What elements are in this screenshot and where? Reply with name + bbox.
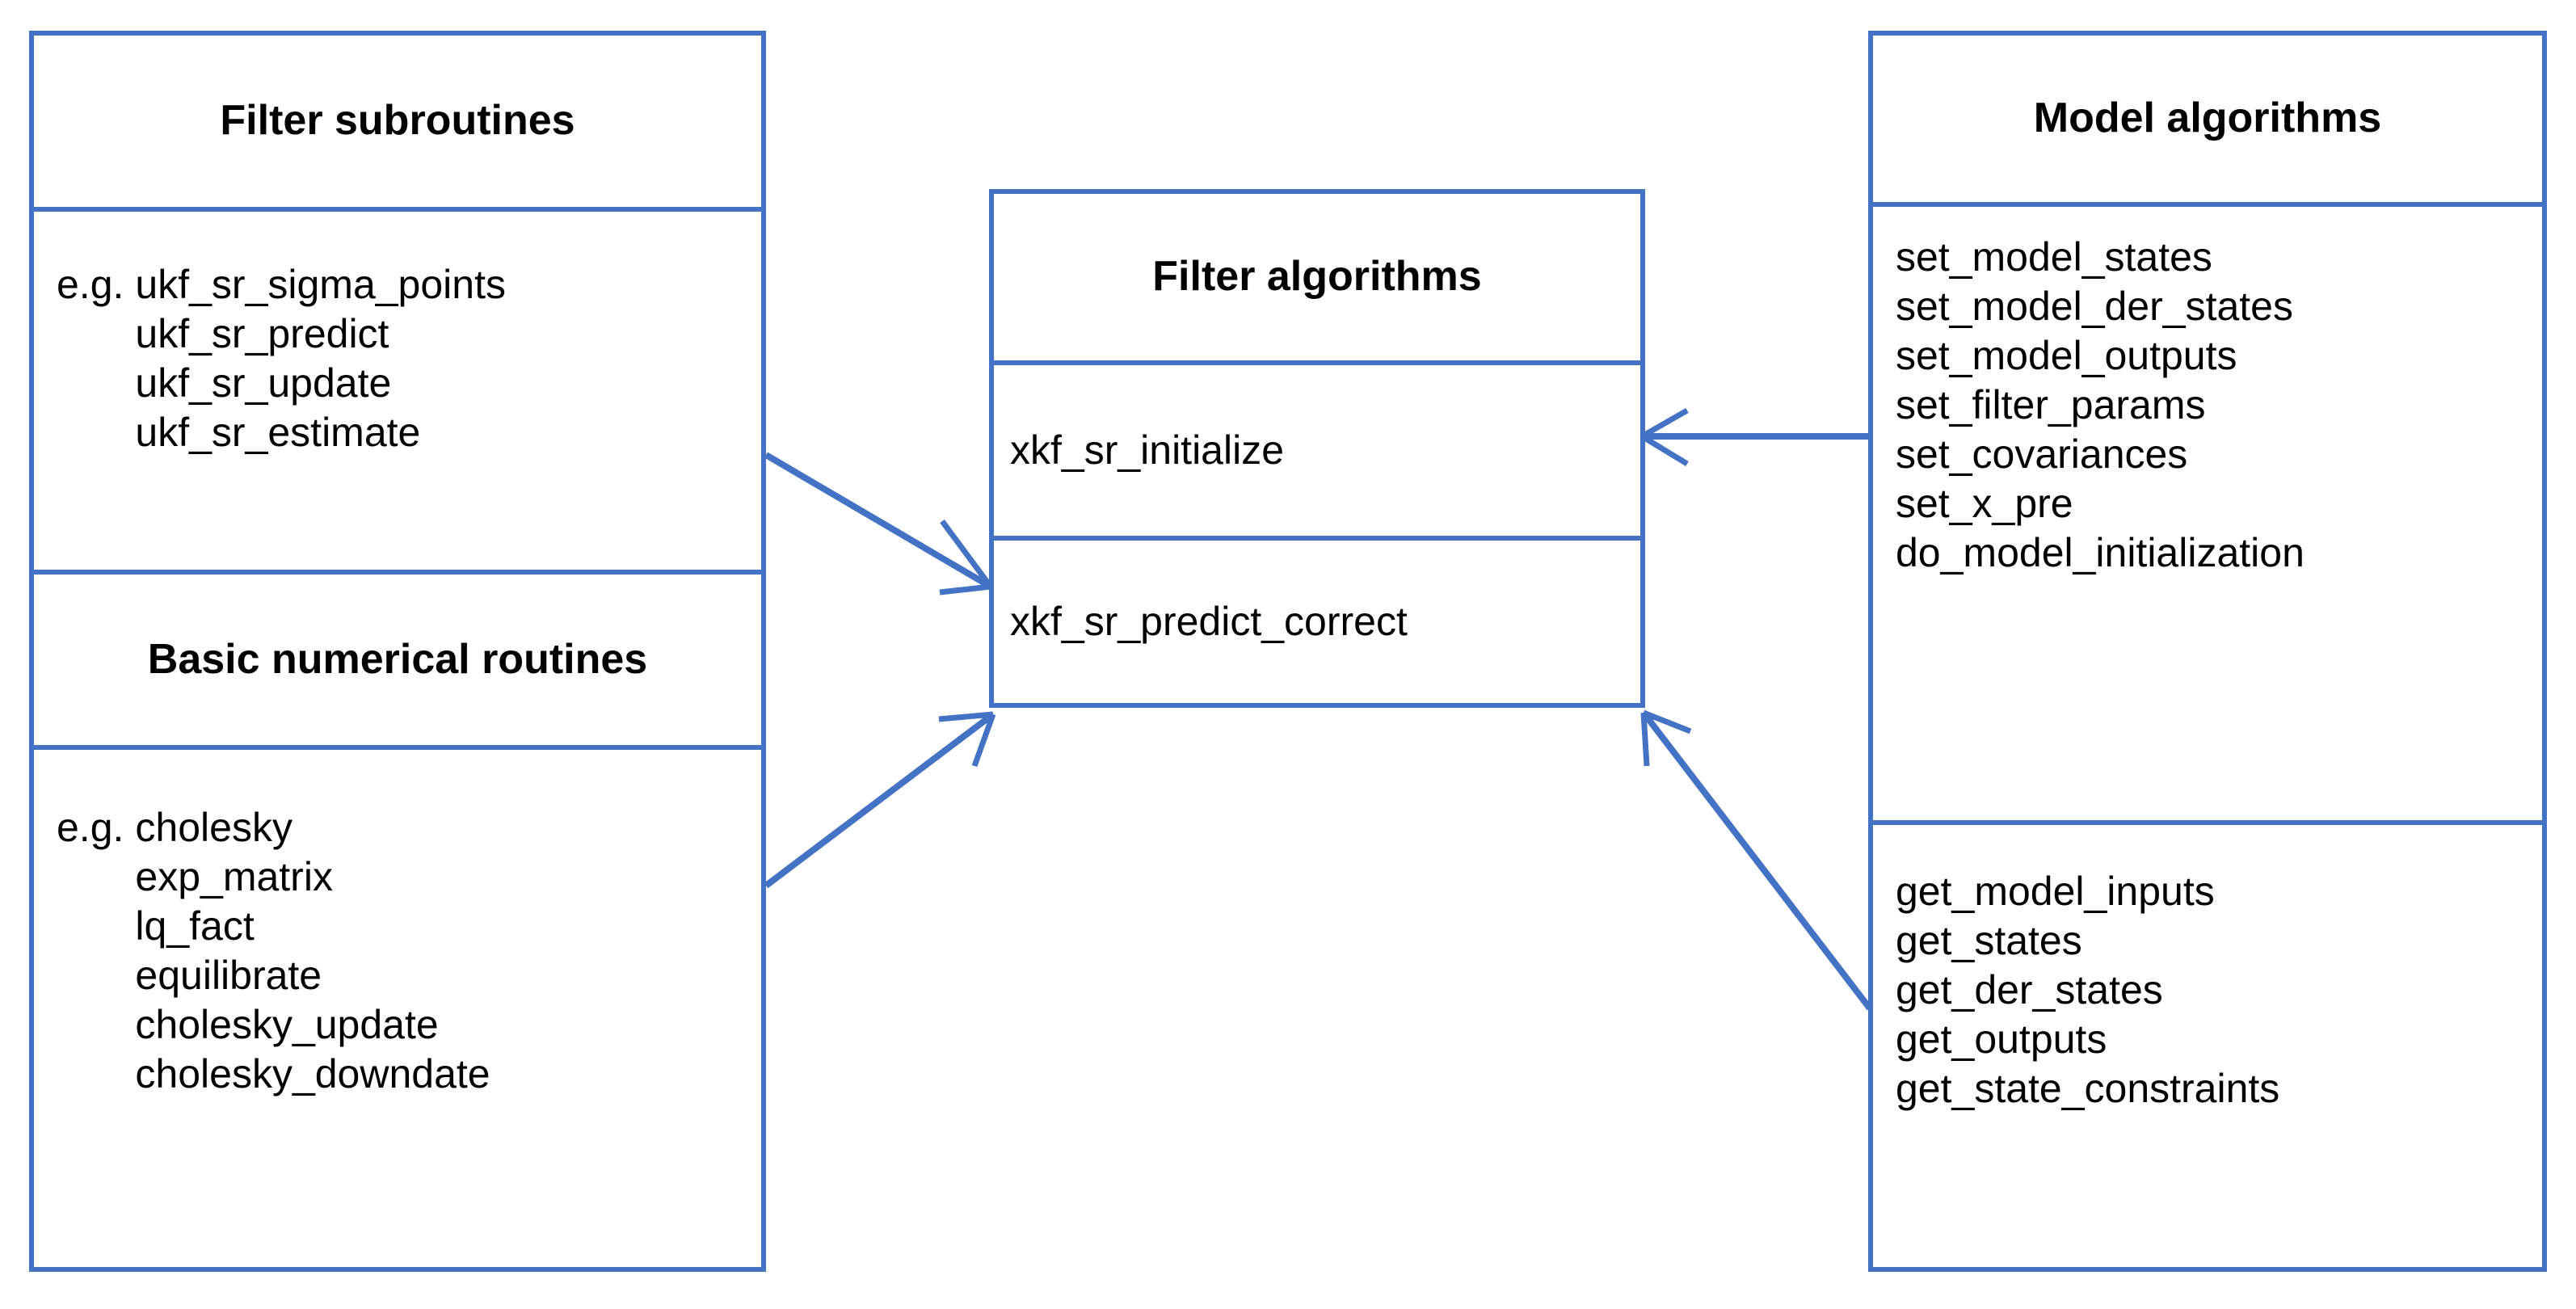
filter-algorithms-initialize-row: xkf_sr_initialize [994, 365, 1640, 536]
filter-subroutines-header: Filter subroutines [34, 36, 761, 207]
filter-algorithms-predict-correct-row: xkf_sr_predict_correct [994, 541, 1640, 703]
filter-subroutines-body: e.g. ukf_sr_sigma_points ukf_sr_predict … [34, 212, 761, 570]
basic-numerical-routines-list: e.g. cholesky exp_matrix lq_fact equilib… [57, 803, 490, 1099]
model-algorithms-box: Model algorithms set_model_states set_mo… [1868, 31, 2547, 1272]
basic-numerical-routines-body: e.g. cholesky exp_matrix lq_fact equilib… [34, 750, 761, 1267]
list-item: set_model_outputs [1896, 333, 2237, 378]
basic-numerical-routines-eg-label: e.g. [57, 805, 124, 850]
list-item: set_filter_params [1896, 382, 2206, 427]
list-item: ukf_sr_update [135, 360, 392, 406]
divider-7 [1868, 820, 2547, 825]
arrow-basic-numerical-routines-to-predict-correct [764, 711, 996, 889]
list-item: get_state_constraints [1896, 1066, 2280, 1111]
basic-numerical-routines-header: Basic numerical routines [34, 575, 761, 745]
model-algorithms-setters-section: set_model_states set_model_der_states se… [1873, 207, 2542, 820]
list-item: get_model_inputs [1896, 869, 2215, 914]
list-item: xkf_sr_predict_correct [1010, 599, 1408, 644]
list-item: do_model_initialization [1896, 530, 2305, 575]
filter-algorithms-title: Filter algorithms [1152, 253, 1482, 301]
basic-numerical-routines-title: Basic numerical routines [147, 635, 648, 683]
divider-2 [29, 570, 766, 575]
list-item: set_x_pre [1896, 481, 2073, 526]
list-item: equilibrate [135, 953, 322, 998]
list-item: get_der_states [1896, 967, 2163, 1012]
list-item: xkf_sr_initialize [1010, 427, 1285, 473]
left-column-box: Filter subroutines e.g. ukf_sr_sigma_poi… [29, 31, 766, 1272]
model-algorithms-getters-section: get_model_inputs get_states get_der_stat… [1873, 825, 2542, 1267]
list-item: ukf_sr_predict [135, 311, 389, 356]
model-algorithms-getters-list: get_model_inputs get_states get_der_stat… [1896, 867, 2279, 1113]
list-item: lq_fact [135, 903, 255, 949]
list-item: set_covariances [1896, 431, 2188, 477]
divider-1 [29, 207, 766, 212]
arrow-model-getters-to-predict-correct [1640, 709, 1873, 1011]
list-item: cholesky_downdate [135, 1051, 490, 1096]
list-item: ukf_sr_sigma_points [135, 262, 506, 307]
filter-subroutines-list: e.g. ukf_sr_sigma_points ukf_sr_predict … [57, 260, 506, 457]
divider-3 [29, 745, 766, 750]
model-algorithms-header: Model algorithms [1873, 36, 2542, 202]
list-item: ukf_sr_estimate [135, 410, 421, 455]
divider-6 [1868, 202, 2547, 207]
list-item: get_states [1896, 918, 2082, 963]
filter-subroutines-eg-label: e.g. [57, 262, 124, 307]
filter-algorithms-header: Filter algorithms [994, 194, 1640, 360]
divider-5 [989, 536, 1645, 541]
model-algorithms-setters-list: set_model_states set_model_der_states se… [1896, 233, 2305, 578]
model-algorithms-title: Model algorithms [2033, 95, 2382, 142]
list-item: cholesky [135, 805, 293, 850]
filter-subroutines-title: Filter subroutines [220, 97, 575, 145]
divider-4 [989, 360, 1645, 365]
list-item: set_model_states [1896, 234, 2212, 280]
arrow-model-setters-to-initialize [1640, 407, 1868, 466]
list-item: cholesky_update [135, 1002, 439, 1047]
list-item: get_outputs [1896, 1016, 2107, 1062]
list-item: set_model_der_states [1896, 284, 2293, 329]
filter-algorithms-box: Filter algorithms xkf_sr_initialize xkf_… [989, 189, 1645, 708]
list-item: exp_matrix [135, 854, 333, 899]
arrow-filter-subroutines-to-predict-correct [764, 452, 993, 596]
